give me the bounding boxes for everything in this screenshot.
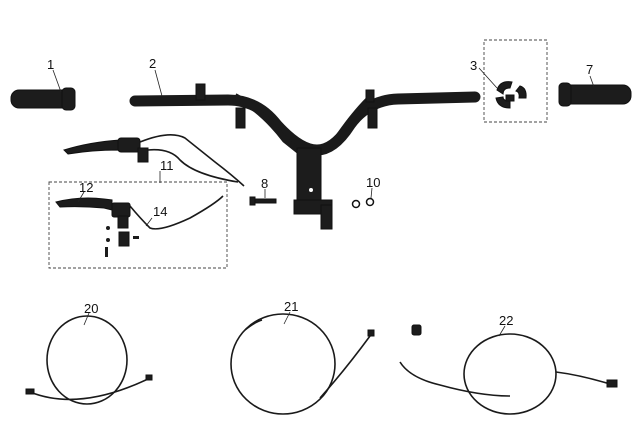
leader-10 xyxy=(370,187,373,199)
leader-22 xyxy=(498,325,506,337)
left-grip xyxy=(10,87,76,111)
cable-22 xyxy=(399,324,618,415)
nut-and-washer xyxy=(351,197,375,209)
callout-7: 7 xyxy=(586,62,593,77)
cable-20 xyxy=(25,315,153,405)
leader-1 xyxy=(52,69,62,93)
cable-21 xyxy=(230,313,375,415)
callout-14: 14 xyxy=(153,204,167,219)
callout-11: 11 xyxy=(160,158,174,173)
callout-3: 3 xyxy=(470,58,477,73)
callout-21: 21 xyxy=(284,299,298,314)
callout-2: 2 xyxy=(149,56,156,71)
leader-7 xyxy=(589,75,595,88)
part-3-group-box xyxy=(483,39,548,123)
lever-group-box xyxy=(48,181,228,269)
leader-12 xyxy=(77,191,85,203)
callout-20: 20 xyxy=(84,301,98,316)
leader-20 xyxy=(83,312,90,326)
callout-8: 8 xyxy=(261,176,268,191)
bolt xyxy=(249,196,277,206)
callout-1: 1 xyxy=(47,57,54,72)
handlebar xyxy=(129,83,481,230)
right-grip xyxy=(558,82,632,107)
callout-12: 12 xyxy=(79,180,93,195)
leader-2 xyxy=(154,69,163,97)
leader-3 xyxy=(478,67,498,89)
clamp-pieces xyxy=(495,81,527,109)
brake-lever-assembly-lower xyxy=(55,195,224,257)
callout-22: 22 xyxy=(499,313,513,328)
callout-10: 10 xyxy=(366,175,380,190)
leader-21 xyxy=(283,311,291,325)
brake-lever-assembly-upper xyxy=(63,134,245,187)
leader-14 xyxy=(145,217,153,227)
